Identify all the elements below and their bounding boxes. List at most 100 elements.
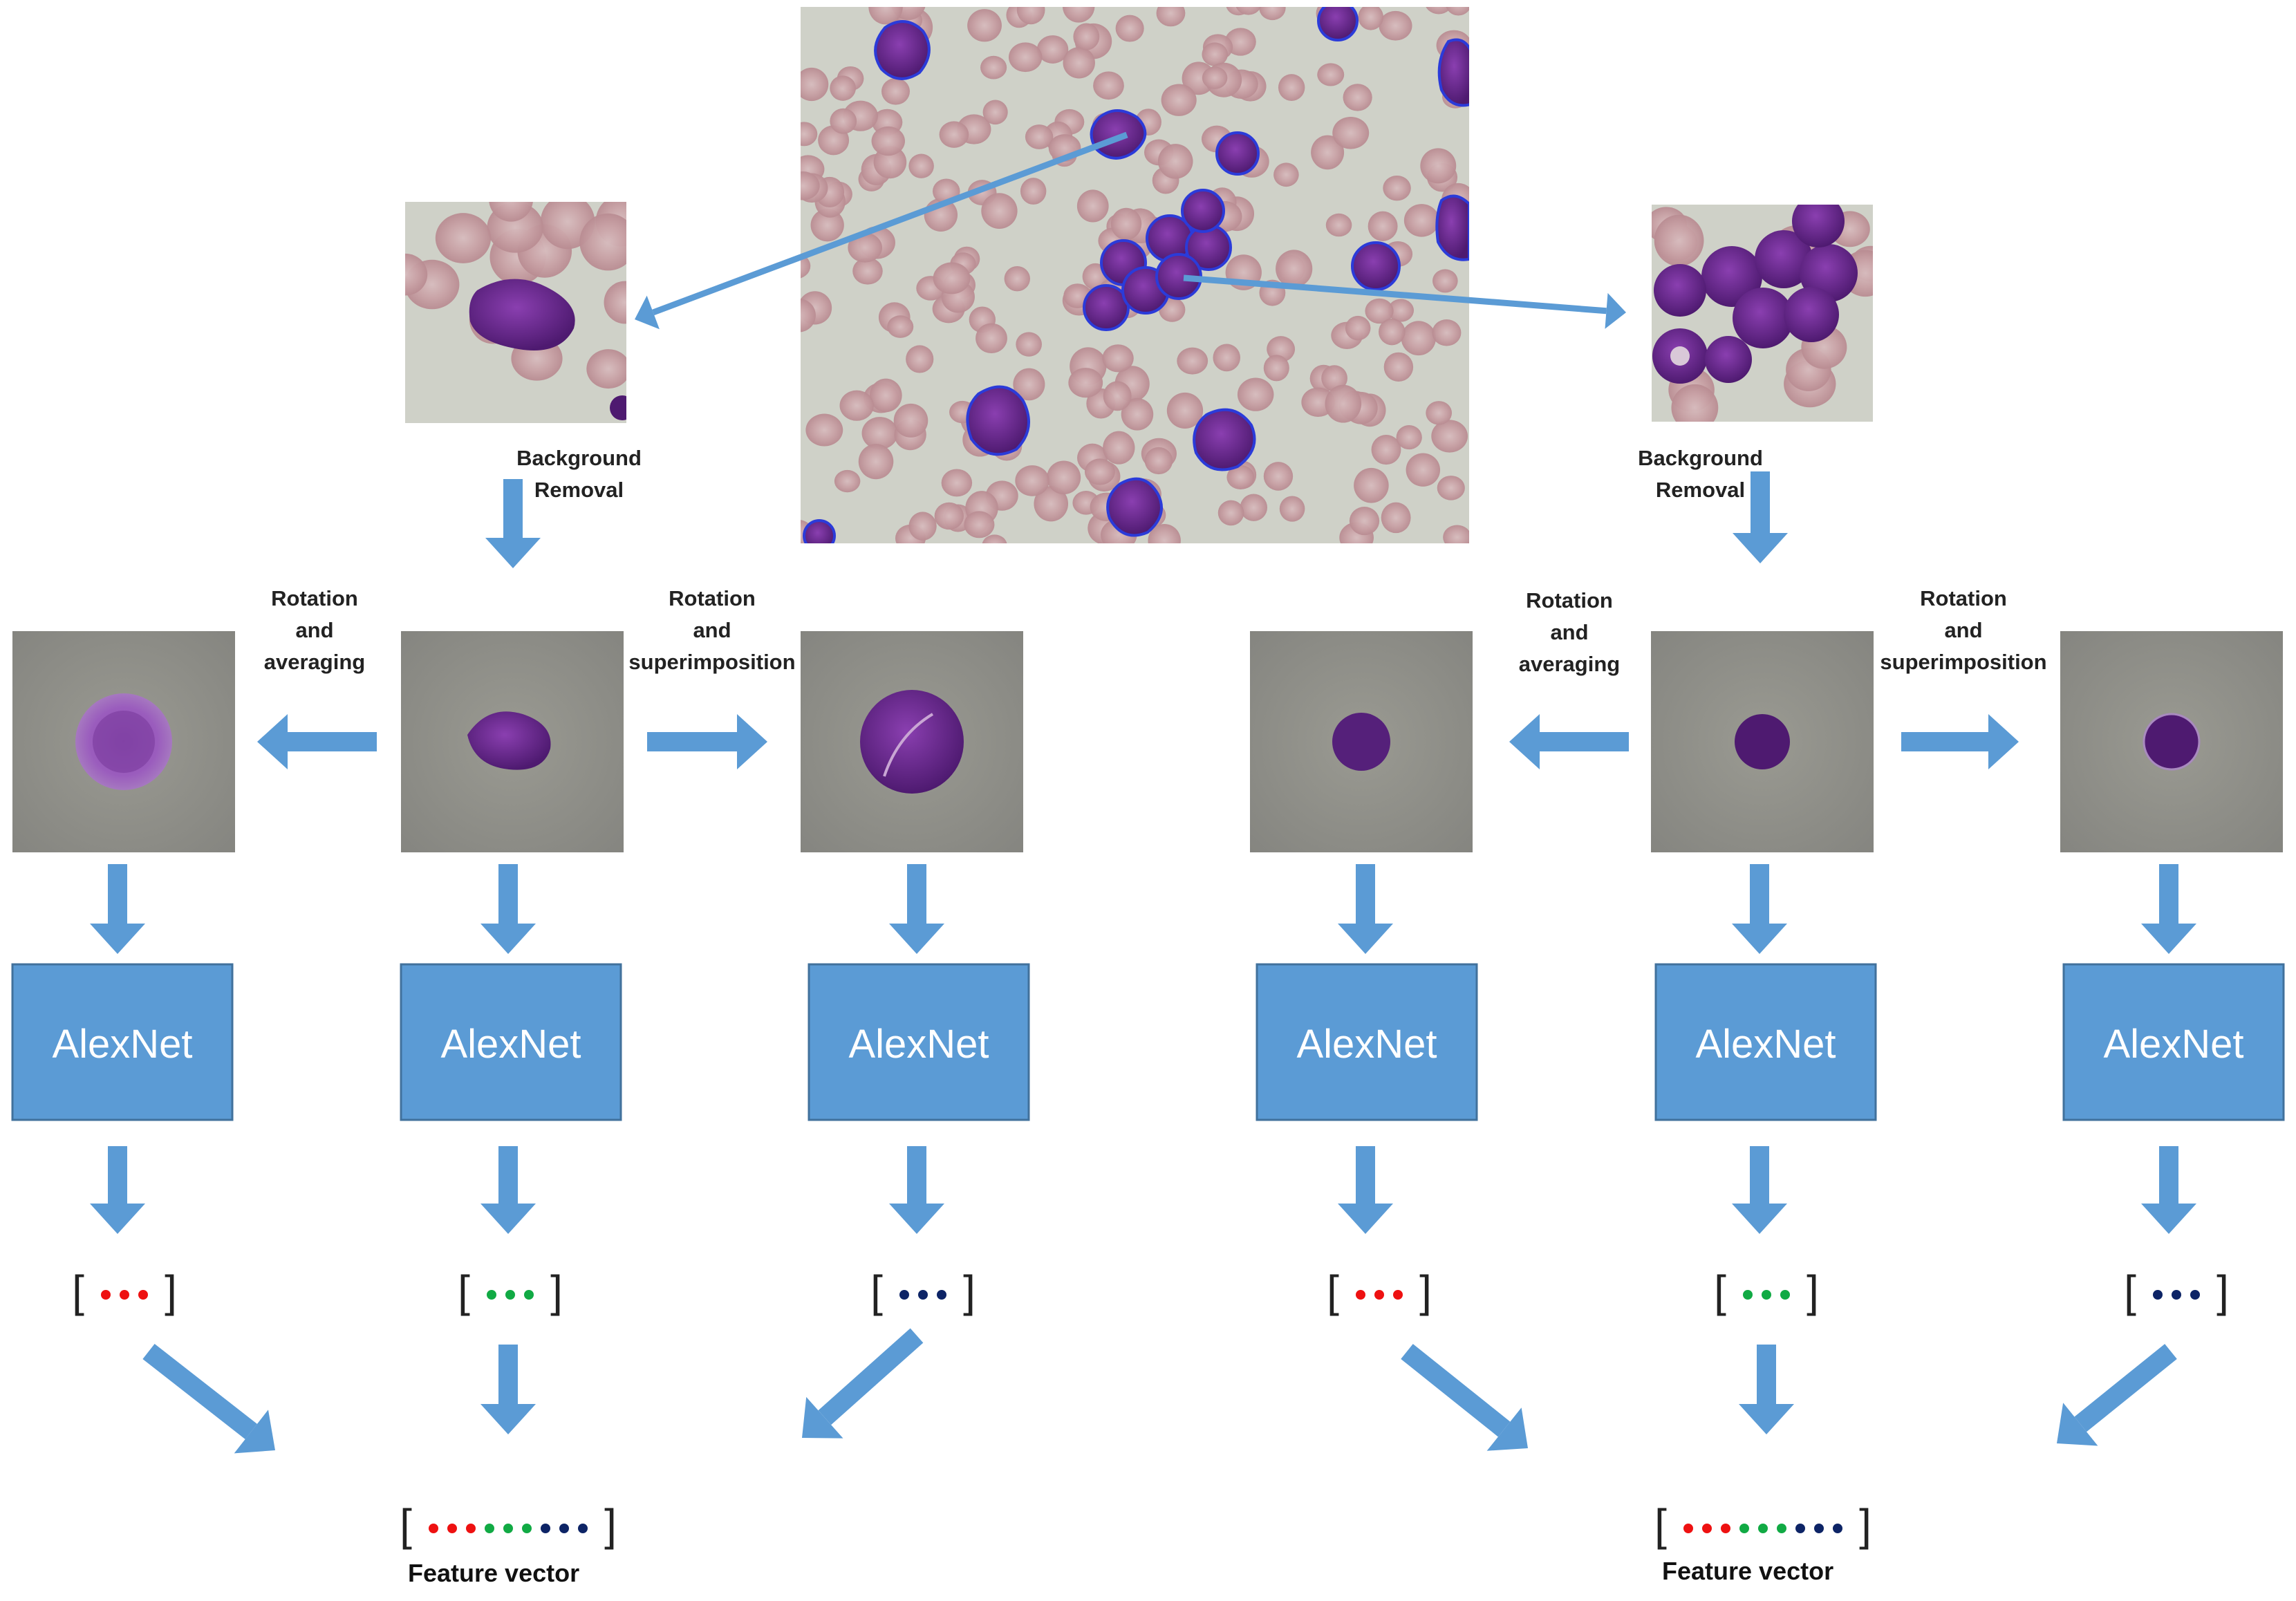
- red-blood-cell: [1446, 7, 1469, 16]
- label-line: Removal: [1655, 478, 1746, 502]
- alexnet-label: AlexNet: [1695, 1022, 1836, 1067]
- red-blood-cell: [801, 67, 829, 102]
- red-blood-cell: [1103, 381, 1132, 411]
- red-blood-cell: [887, 315, 914, 338]
- svg-text:[: [: [1714, 1266, 1726, 1316]
- vector-dot: [1743, 1290, 1753, 1300]
- label-line: Removal: [534, 478, 624, 502]
- feature-vector-icon: []: [1714, 1266, 1819, 1316]
- vector-dot: [1758, 1524, 1768, 1533]
- label-line: Rotation: [669, 586, 756, 610]
- processed-cell-image: [12, 631, 235, 852]
- red-blood-cell: [881, 77, 910, 105]
- red-blood-cell: [1121, 397, 1154, 431]
- red-blood-cell: [1383, 352, 1414, 382]
- red-blood-cell: [893, 403, 928, 438]
- red-blood-cell: [834, 469, 861, 493]
- red-blood-cell: [1263, 462, 1294, 491]
- red-blood-cell: [1365, 298, 1394, 324]
- vector-dot: [120, 1290, 129, 1300]
- vector-dot: [101, 1290, 111, 1300]
- vector-dot: [466, 1524, 476, 1533]
- red-blood-cell: [933, 262, 971, 294]
- red-blood-cell: [1025, 124, 1054, 149]
- red-blood-cell: [982, 100, 1008, 125]
- red-blood-cell: [1016, 332, 1042, 357]
- vector-dot: [1739, 1524, 1749, 1533]
- vector-dot: [1762, 1290, 1771, 1300]
- red-blood-cell: [1273, 162, 1299, 187]
- red-blood-cell: [839, 390, 874, 421]
- label-line: superimposition: [628, 650, 796, 674]
- red-blood-cell: [1068, 368, 1103, 398]
- vector-dot: [487, 1290, 496, 1300]
- red-blood-cell: [1036, 35, 1069, 64]
- red-blood-cell: [1343, 84, 1372, 111]
- svg-text:]: ]: [165, 1266, 177, 1316]
- arrow-icon: [1732, 1146, 1787, 1234]
- red-blood-cell: [801, 299, 816, 333]
- red-blood-cell: [586, 349, 626, 389]
- processed-cell-image: [1651, 631, 1874, 852]
- feature-vector-icon: []: [458, 1266, 563, 1316]
- red-blood-cell: [1276, 250, 1313, 288]
- label-line: Background: [516, 446, 642, 470]
- red-blood-cell: [1317, 63, 1345, 86]
- red-blood-cell: [941, 469, 973, 497]
- cell-crop-image: [405, 202, 626, 423]
- red-blood-cell: [1102, 344, 1134, 373]
- arrow-icon: [1338, 1146, 1393, 1234]
- red-blood-cell: [1321, 365, 1347, 391]
- red-blood-cell: [1401, 321, 1436, 356]
- red-blood-cell: [982, 534, 1007, 543]
- alexnet-box: AlexNet: [808, 963, 1030, 1121]
- processed-cell-image: [401, 631, 624, 852]
- red-blood-cell: [1047, 460, 1081, 495]
- label-line: Rotation: [1526, 588, 1613, 612]
- red-blood-cell: [1279, 496, 1305, 522]
- red-blood-cell: [1115, 15, 1144, 42]
- red-blood-cell: [934, 502, 964, 530]
- arrow-icon: [1183, 274, 1626, 329]
- red-blood-cell: [405, 253, 428, 296]
- red-blood-cell: [1426, 7, 1452, 15]
- red-blood-cell: [1431, 420, 1468, 453]
- red-blood-cell: [1354, 467, 1389, 503]
- vector-dot: [1374, 1290, 1384, 1300]
- arrow-icon: [257, 714, 377, 769]
- red-blood-cell: [1161, 84, 1197, 116]
- vector-dot: [1833, 1524, 1842, 1533]
- red-blood-cell: [1371, 434, 1401, 465]
- red-blood-cell: [1110, 207, 1142, 240]
- vector-dot: [522, 1524, 532, 1533]
- feature-vector-icon: []: [72, 1266, 177, 1316]
- red-blood-cell: [489, 202, 533, 222]
- red-blood-cell: [1426, 401, 1453, 425]
- arrow-icon: [1401, 1344, 1528, 1451]
- red-blood-cell: [870, 378, 902, 413]
- red-blood-cell: [908, 153, 934, 178]
- alexnet-box: AlexNet: [400, 963, 622, 1121]
- svg-text:]: ]: [1807, 1266, 1819, 1316]
- vector-dot: [485, 1524, 494, 1533]
- red-blood-cell: [1157, 144, 1193, 179]
- background-removal-label-left: Background Removal: [505, 442, 653, 506]
- vector-dot: [1814, 1524, 1824, 1533]
- red-blood-cell: [801, 122, 818, 147]
- red-blood-cell: [1103, 431, 1135, 465]
- vector-dot: [1780, 1290, 1790, 1300]
- blood-smear-image: [801, 7, 1469, 543]
- red-blood-cell: [1368, 211, 1398, 241]
- red-blood-cell: [1406, 453, 1441, 487]
- red-blood-cell: [1388, 299, 1415, 322]
- feature-vector-label-right: Feature vector: [1662, 1557, 1834, 1585]
- arrow-icon: [1901, 714, 2019, 769]
- arrow-icon: [802, 1328, 924, 1439]
- svg-text:[: [: [400, 1500, 412, 1550]
- red-blood-cell: [1224, 28, 1256, 56]
- svg-text:]: ]: [604, 1500, 617, 1550]
- red-blood-cell: [1226, 465, 1255, 489]
- vector-dot: [1777, 1524, 1786, 1533]
- red-blood-cell: [1325, 384, 1362, 423]
